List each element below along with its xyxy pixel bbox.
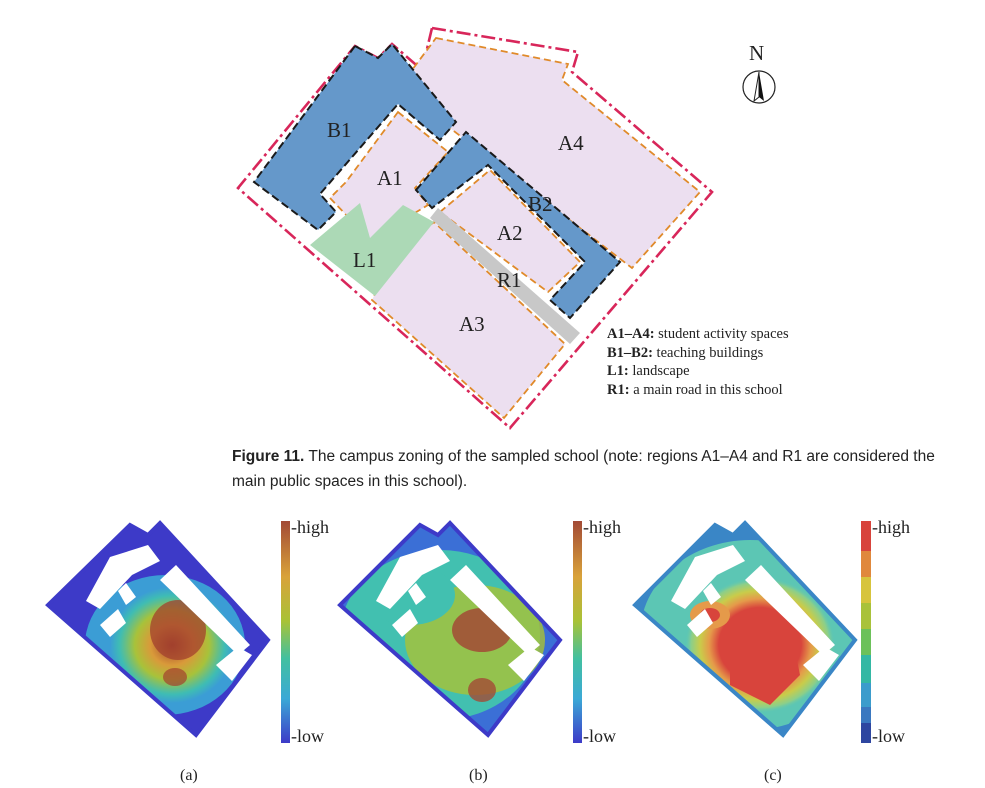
label-r1: R1 [497,268,522,292]
zone-a2 [438,168,582,294]
panel-label-a: (a) [180,767,198,784]
caption-label: Figure 11. [232,448,305,465]
color-scale-c [861,521,871,743]
caption-text: The campus zoning of the sampled school … [232,448,935,490]
label-a3: A3 [459,312,485,336]
label-l1: L1 [353,248,376,272]
heatmap-panel-c: -high -low (c) [632,517,910,784]
scale-low-a: -low [291,726,324,746]
landscape-l1 [310,203,434,296]
campus-zoning-map: B1 A1 A4 B2 A2 L1 R1 A3 N [236,26,776,430]
legend-item: A1–A4: student activity spaces [607,326,789,342]
scale-low-b: -low [583,726,616,746]
label-b2: B2 [528,192,553,216]
label-a1: A1 [377,166,403,190]
legend-item: B1–B2: teaching buildings [607,344,764,361]
scale-high-c: -high [872,517,910,537]
heatmap-panels: -high -low (a) -high -low (b) [45,517,910,784]
campus-boundary [236,26,714,430]
road-r1 [430,208,580,344]
scale-high-b: -high [583,517,621,537]
scale-high-a: -high [291,517,329,537]
scale-low-c: -low [872,726,905,746]
label-a4: A4 [558,131,584,155]
color-scale-a [281,521,290,743]
panel-label-b: (b) [469,767,488,784]
figure-caption: Figure 11. The campus zoning of the samp… [232,444,962,494]
north-label: N [749,41,764,65]
building-b1 [252,42,458,232]
building-b2 [414,130,622,320]
heatmap-panel-a: -high -low (a) [45,517,329,784]
label-b1: B1 [327,118,352,142]
legend-item: R1: a main road in this school [607,381,783,398]
heatmap-panel-b: -high -low (b) [337,517,621,784]
label-a2: A2 [497,221,523,245]
panel-label-c: (c) [764,767,782,784]
color-scale-b [573,521,582,743]
legend-item: L1: landscape [607,363,690,379]
north-arrow-icon: N [742,41,776,104]
zoning-legend: A1–A4: student activity spaces B1–B2: te… [607,325,789,399]
